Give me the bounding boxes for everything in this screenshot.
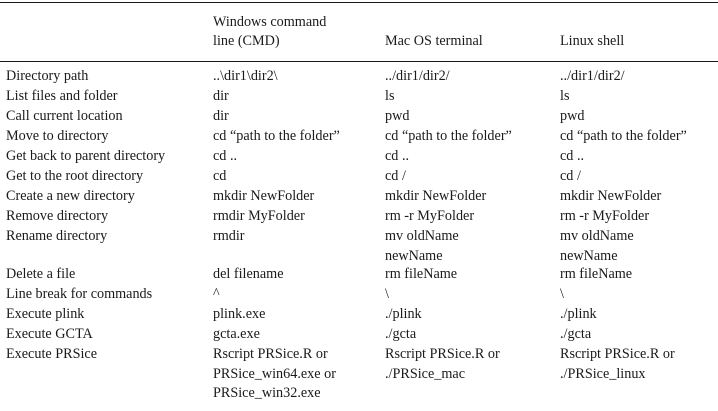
mac-cell: ./gcta — [385, 326, 417, 342]
mac-cell: Rscript PRSice.R or ./PRSice_mac — [385, 346, 500, 382]
cmd-cell: rmdir — [213, 228, 245, 244]
linux-cell: Rscript PRSice.R or ./PRSice_linux — [560, 346, 675, 382]
cmd-cell: cd “path to the folder” — [213, 128, 340, 144]
table-header-rule — [0, 61, 718, 62]
linux-cell: cd “path to the folder” — [560, 128, 687, 144]
cmd-cell: mkdir NewFolder — [213, 188, 315, 204]
linux-cell: ls — [560, 88, 570, 104]
linux-cell: ../dir1/dir2/ — [560, 68, 625, 84]
linux-cell: cd .. — [560, 148, 585, 164]
linux-cell: \ — [560, 286, 564, 302]
row-label: Create a new directory — [6, 188, 135, 204]
mac-cell: rm fileName — [385, 266, 458, 282]
mac-cell: mkdir NewFolder — [385, 188, 487, 204]
cmd-cell: dir — [213, 88, 229, 104]
row-label: Execute plink — [6, 306, 85, 322]
row-label: Rename directory — [6, 228, 108, 244]
mac-cell: \ — [385, 286, 389, 302]
cmd-cell: rmdir MyFolder — [213, 208, 305, 224]
linux-cell: ./gcta — [560, 326, 592, 342]
mac-cell: pwd — [385, 108, 410, 124]
row-label: Get to the root directory — [6, 168, 144, 184]
row-label: Move to directory — [6, 128, 109, 144]
linux-cell: rm -r MyFolder — [560, 208, 650, 224]
linux-cell: mkdir NewFolder — [560, 188, 662, 204]
cmd-cell: cd .. — [213, 148, 238, 164]
cmd-cell: Rscript PRSice.R or PRSice_win64.exe or … — [213, 346, 336, 401]
header-linux-shell: Linux shell — [560, 33, 625, 49]
header-windows-cmd: Windows command line (CMD) — [213, 13, 326, 51]
row-label: List files and folder — [6, 88, 118, 104]
linux-cell: cd / — [560, 168, 581, 184]
cmd-cell: ..\dir1\dir2\ — [213, 68, 278, 84]
row-label: Delete a file — [6, 266, 76, 282]
linux-cell: pwd — [560, 108, 585, 124]
header-mac-terminal: Mac OS terminal — [385, 33, 483, 49]
row-label: Line break for commands — [6, 286, 153, 302]
linux-cell: rm fileName — [560, 266, 633, 282]
table-top-rule — [0, 2, 718, 3]
header-windows-cmd-text: Windows command line (CMD) — [213, 14, 327, 49]
cmd-cell: plink.exe — [213, 306, 266, 322]
row-label: Call current location — [6, 108, 123, 124]
linux-cell: mv oldName newName — [560, 228, 634, 264]
mac-cell: cd “path to the folder” — [385, 128, 512, 144]
mac-cell: mv oldName newName — [385, 228, 459, 264]
mac-cell: ./plink — [385, 306, 422, 322]
row-label: Get back to parent directory — [6, 148, 166, 164]
row-label: Execute GCTA — [6, 326, 93, 342]
row-label: Execute PRSice — [6, 346, 98, 362]
cmd-cell: dir — [213, 108, 229, 124]
row-label: Directory path — [6, 68, 89, 84]
mac-cell: ls — [385, 88, 395, 104]
cmd-cell: del filename — [213, 266, 284, 282]
linux-cell: ./plink — [560, 306, 597, 322]
row-label: Remove directory — [6, 208, 109, 224]
mac-cell: cd / — [385, 168, 406, 184]
cmd-cell: cd — [213, 168, 227, 184]
mac-cell: rm -r MyFolder — [385, 208, 475, 224]
cmd-cell: gcta.exe — [213, 326, 260, 342]
cmd-cell: ^ — [213, 286, 220, 302]
mac-cell: ../dir1/dir2/ — [385, 68, 450, 84]
mac-cell: cd .. — [385, 148, 410, 164]
